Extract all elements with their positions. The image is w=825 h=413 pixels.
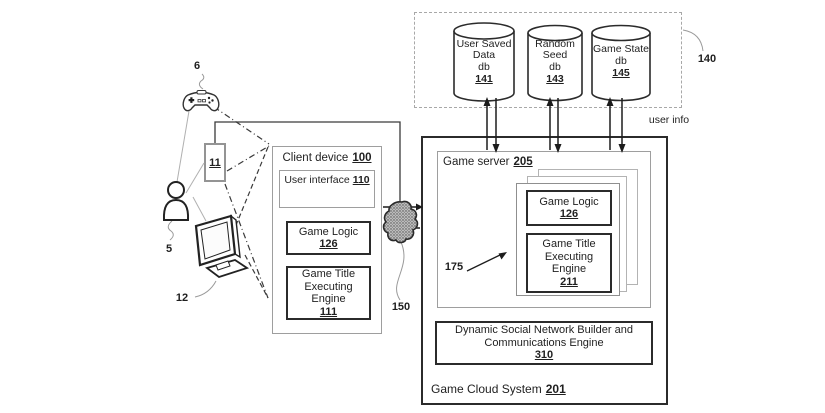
person-icon bbox=[162, 181, 190, 221]
db3-line2: db bbox=[615, 54, 627, 67]
controller-ref-label: 6 bbox=[193, 60, 201, 72]
game-logic-client-title: Game Logic bbox=[298, 225, 359, 238]
game-cloud-title: Game Cloud System 201 bbox=[431, 382, 566, 396]
user-ref-label: 5 bbox=[165, 243, 173, 255]
client-device-title-text: Client device bbox=[282, 152, 349, 164]
user-info-label: user info bbox=[648, 114, 690, 126]
db1-line1: User Saved bbox=[456, 37, 512, 50]
stack-ref-label: 175 bbox=[444, 261, 464, 273]
game-server-title: Game server 205 bbox=[443, 156, 533, 168]
db1-line3: db bbox=[478, 60, 490, 73]
client-device-ref: 100 bbox=[352, 152, 372, 164]
game-logic-client-ref: 126 bbox=[319, 238, 338, 250]
db-user-saved-label: User Saved Data db 141 bbox=[454, 34, 514, 90]
client-device-title: Client device 100 bbox=[272, 152, 382, 164]
network-cloud-icon bbox=[382, 200, 419, 244]
game-title-engine-box-server: Game Title Executing Engine 211 bbox=[526, 233, 612, 293]
game-server-title-text: Game server bbox=[443, 156, 510, 168]
game-cloud-title-text: Game Cloud System bbox=[431, 382, 542, 396]
gtee-server-line1: Game Title bbox=[542, 238, 596, 250]
gtee-server-line2: Executing bbox=[544, 250, 594, 263]
game-server-box bbox=[437, 151, 651, 308]
gtee-server-ref: 211 bbox=[560, 275, 578, 288]
user-device-links bbox=[176, 110, 207, 222]
network-ref-label: 150 bbox=[391, 301, 411, 313]
leader-12 bbox=[194, 280, 217, 298]
db-group-ref-label: 140 bbox=[697, 53, 717, 65]
game-title-engine-box-client: Game Title Executing Engine 111 bbox=[286, 266, 371, 320]
user-interface-ref: 110 bbox=[352, 174, 370, 186]
db2-line3: db bbox=[549, 60, 561, 73]
db2-ref: 143 bbox=[546, 73, 564, 85]
device-links-dashdot bbox=[213, 106, 270, 299]
db2-line1: Random bbox=[535, 37, 575, 50]
game-logic-server-title: Game Logic bbox=[539, 195, 599, 208]
client-cloud-arrows bbox=[383, 203, 423, 232]
db-game-state-label: Game State db 145 bbox=[590, 34, 652, 90]
gtee-client-line3: Engine bbox=[311, 293, 346, 305]
db1-line2: Data bbox=[472, 49, 496, 61]
game-logic-box-client: Game Logic 126 bbox=[286, 221, 371, 255]
controller-icon bbox=[182, 90, 220, 112]
tablet-ref: 11 bbox=[209, 156, 221, 169]
user-interface-title: User interface 110 bbox=[279, 174, 375, 186]
social-engine-box: Dynamic Social Network Builder and Commu… bbox=[435, 321, 653, 365]
gtee-client-line1: Game Title bbox=[301, 268, 356, 280]
social-engine-line1: Dynamic Social Network Builder and bbox=[455, 324, 633, 337]
gtee-server-line3: Engine bbox=[551, 263, 587, 275]
gtee-client-line2: Executing bbox=[304, 280, 353, 293]
tablet-device: 11 bbox=[204, 143, 226, 182]
db1-ref: 141 bbox=[475, 73, 493, 85]
game-logic-server-ref: 126 bbox=[559, 208, 579, 220]
db3-line1: Game State bbox=[592, 43, 650, 56]
db-random-seed-label: Random Seed db 143 bbox=[528, 34, 582, 90]
social-engine-ref: 310 bbox=[534, 349, 554, 362]
leader-150 bbox=[396, 241, 405, 301]
user-interface-title-text: User interface bbox=[284, 174, 350, 186]
game-server-ref: 205 bbox=[513, 156, 533, 168]
game-logic-box-server: Game Logic 126 bbox=[526, 190, 612, 226]
monitor-icon bbox=[194, 214, 250, 278]
display-ref-label: 12 bbox=[175, 292, 189, 304]
db2-line2: Seed bbox=[542, 49, 568, 61]
db-group-box bbox=[414, 12, 682, 108]
leader-5 bbox=[167, 220, 174, 241]
db3-ref: 145 bbox=[612, 67, 630, 80]
game-cloud-box bbox=[421, 136, 668, 405]
leader-140 bbox=[682, 29, 704, 52]
leader-6 bbox=[198, 73, 205, 90]
social-engine-line2: Communications Engine bbox=[484, 336, 604, 349]
game-cloud-ref: 201 bbox=[545, 382, 566, 396]
gtee-client-ref: 111 bbox=[319, 305, 338, 318]
device-links-dashed bbox=[233, 146, 269, 299]
